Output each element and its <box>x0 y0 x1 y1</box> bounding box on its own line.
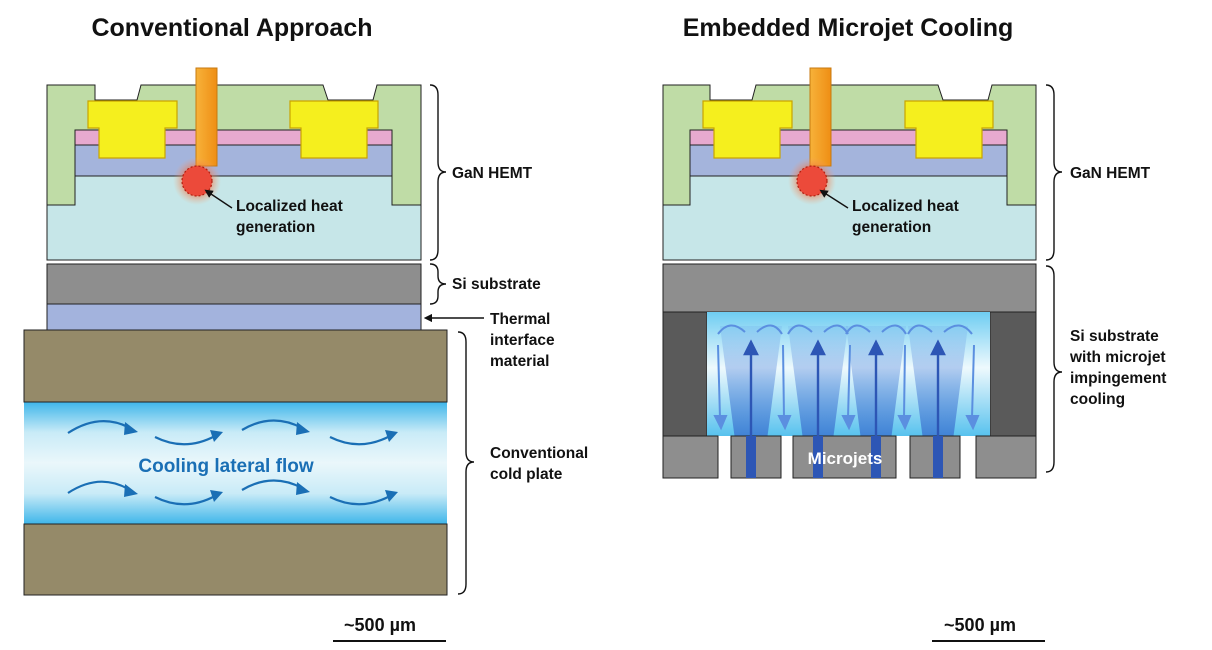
microjet-stack: Microjets <box>662 67 1037 479</box>
lateral-flow-arrowheads <box>124 422 398 502</box>
gan-hemt-brace <box>429 84 447 261</box>
heat-label-right-line1: Localized heat <box>852 198 959 215</box>
si-substrate-brace <box>429 263 447 305</box>
heat-pointer-arrow-right <box>819 189 849 209</box>
gan-hemt-label-right: GaN HEMT <box>1070 165 1151 182</box>
conventional-annotations: Localized heat generation GaN HEMT Si su… <box>204 84 588 642</box>
scale-label-right: ~500 µm <box>944 615 1016 635</box>
return-flow-arrows <box>713 344 980 431</box>
gan-hemt-label: GaN HEMT <box>452 165 533 182</box>
sub-label-line3: impingement <box>1070 370 1166 387</box>
gate-electrode-right <box>809 67 832 167</box>
heat-pointer-arrow <box>204 189 233 209</box>
si-substrate-label: Si substrate <box>452 276 541 293</box>
source-contact <box>87 100 178 159</box>
gan-hemt-brace-right <box>1045 84 1063 261</box>
cavity-wall-left <box>662 311 708 437</box>
lateral-flow-arrows <box>67 419 391 506</box>
heat-label-line1: Localized heat <box>236 198 343 215</box>
cavity-wall-right <box>989 311 1037 437</box>
heat-label-right-line2: generation <box>852 219 931 236</box>
title-conventional: Conventional Approach <box>91 14 372 42</box>
microjet-annotations: Localized heat generation GaN HEMT Si su… <box>819 84 1166 642</box>
gan-buffer-layer-right <box>662 175 1037 261</box>
gan-buffer-layer <box>46 175 422 261</box>
conventional-stack: Cooling lateral flow <box>23 67 448 596</box>
gate-electrode <box>195 67 218 167</box>
nozzle-jets <box>746 436 943 478</box>
flow-label: Cooling lateral flow <box>138 456 313 477</box>
tim-label-line2: interface <box>490 332 555 349</box>
sub-label-line4: cooling <box>1070 391 1125 408</box>
scale-label-left: ~500 µm <box>344 615 416 635</box>
microjet-substrate-brace <box>1045 265 1063 473</box>
title-microjet: Embedded Microjet Cooling <box>683 14 1014 42</box>
impingement-curls <box>717 324 973 335</box>
si-substrate-layer <box>46 263 422 305</box>
microjets-label: Microjets <box>808 449 883 468</box>
sub-label-line2: with microjet <box>1069 349 1166 366</box>
cold-plate-top <box>23 329 448 403</box>
jet-up-arrows <box>743 339 946 436</box>
heat-label-line2: generation <box>236 219 315 236</box>
source-contact-right <box>702 100 793 159</box>
hotspot <box>181 165 213 197</box>
cold-plate-bottom <box>23 523 448 596</box>
hotspot-right <box>796 165 828 197</box>
cold-plate-label-line1: Conventional <box>490 445 588 462</box>
cold-plate-brace <box>457 331 475 595</box>
tim-label-line3: material <box>490 353 549 370</box>
thermal-interface-layer <box>46 303 422 331</box>
cold-plate-label-line2: cold plate <box>490 466 563 483</box>
sub-label-line1: Si substrate <box>1070 328 1159 345</box>
drain-contact-right <box>904 100 994 159</box>
tim-label-line1: Thermal <box>490 311 550 328</box>
drain-contact <box>289 100 379 159</box>
si-substrate-right <box>662 263 1037 313</box>
